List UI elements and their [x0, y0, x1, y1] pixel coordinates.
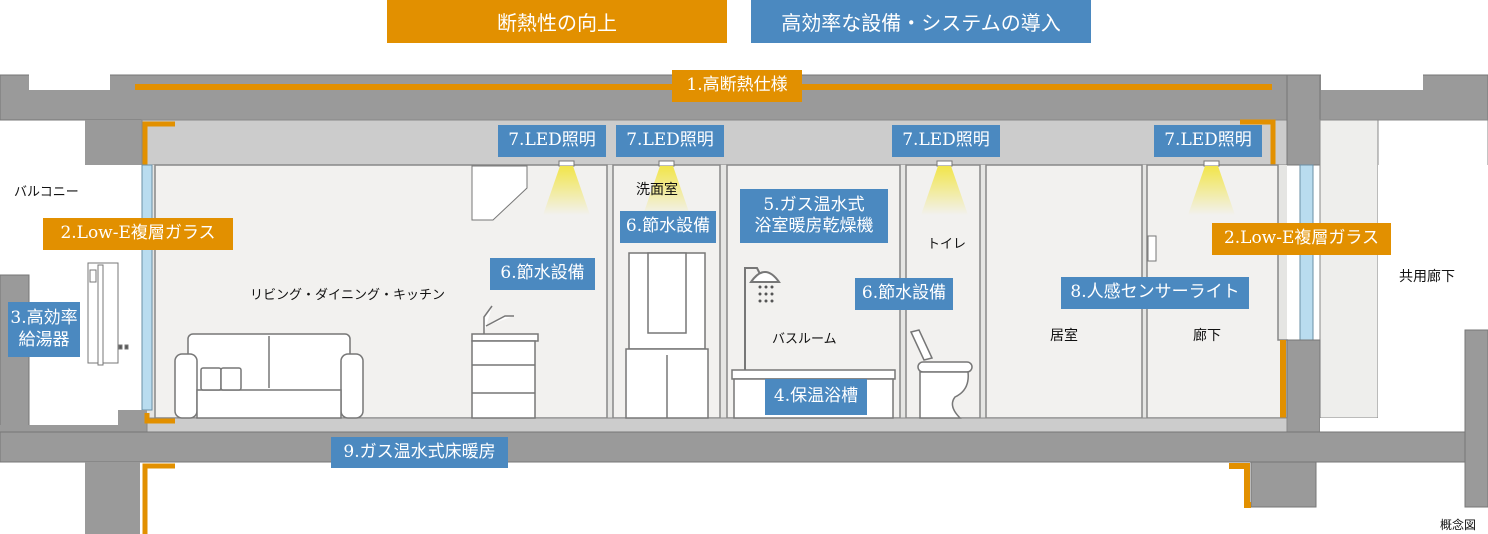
label-led: 7.LED照明 — [616, 125, 724, 157]
label-led: 7.LED照明 — [1154, 125, 1262, 157]
shower-icon — [744, 267, 781, 370]
water-heater-icon — [87, 262, 129, 366]
label-water-saving: 6.節水設備 — [490, 258, 595, 290]
label-water-heater: 3.高効率 給湯器 — [8, 302, 80, 357]
equipment-header: 高効率な設備・システムの導入 — [751, 0, 1091, 43]
room-ldk: リビング・ダイニング・キッチン — [250, 288, 446, 303]
label-sensor-light: 8.人感センサーライト — [1061, 277, 1249, 309]
label-bath-dryer: 5.ガス温水式 浴室暖房乾燥機 — [740, 189, 888, 243]
concept-note: 概念図 — [1440, 518, 1477, 532]
label-water-heater-line1: 3.高効率 — [10, 308, 78, 329]
label-led: 7.LED照明 — [892, 125, 1000, 157]
room-toilet: トイレ — [927, 237, 967, 252]
label-led: 7.LED照明 — [498, 125, 606, 157]
room-common-corridor: 共用廊下 — [1399, 269, 1455, 285]
kitchen-sink-icon — [471, 305, 539, 419]
insulation-header: 断熱性の向上 — [387, 0, 727, 43]
sensor-icon — [1147, 235, 1157, 262]
label-low-e-glass: 2.Low-E複層ガラス — [43, 218, 233, 250]
sofa-icon — [174, 333, 364, 419]
label-low-e-glass: 2.Low-E複層ガラス — [1212, 223, 1391, 255]
room-balcony: バルコニー — [14, 185, 79, 200]
label-water-heater-line2: 給湯器 — [18, 329, 70, 350]
led-light-icon — [543, 160, 1235, 215]
room-washroom: 洗面室 — [636, 182, 678, 198]
room-hallway: 廊下 — [1193, 328, 1221, 344]
label-bath-dryer-line1: 5.ガス温水式 — [763, 194, 865, 215]
range-hood-icon — [471, 165, 528, 221]
room-bathroom: バスルーム — [772, 332, 837, 347]
label-bath-dryer-line2: 浴室暖房乾燥機 — [754, 216, 874, 236]
label-water-saving: 6.節水設備 — [855, 278, 953, 310]
label-water-saving: 6.節水設備 — [620, 211, 716, 243]
room-bedroom: 居室 — [1050, 328, 1078, 344]
balcony-window — [141, 164, 153, 411]
vanity-icon — [625, 252, 709, 419]
label-bathtub: 4.保温浴槽 — [765, 379, 867, 415]
toilet-icon — [909, 329, 973, 419]
label-high-insulation: 1.高断熱仕様 — [672, 70, 802, 102]
label-floor-heating: 9.ガス温水式床暖房 — [331, 437, 508, 468]
